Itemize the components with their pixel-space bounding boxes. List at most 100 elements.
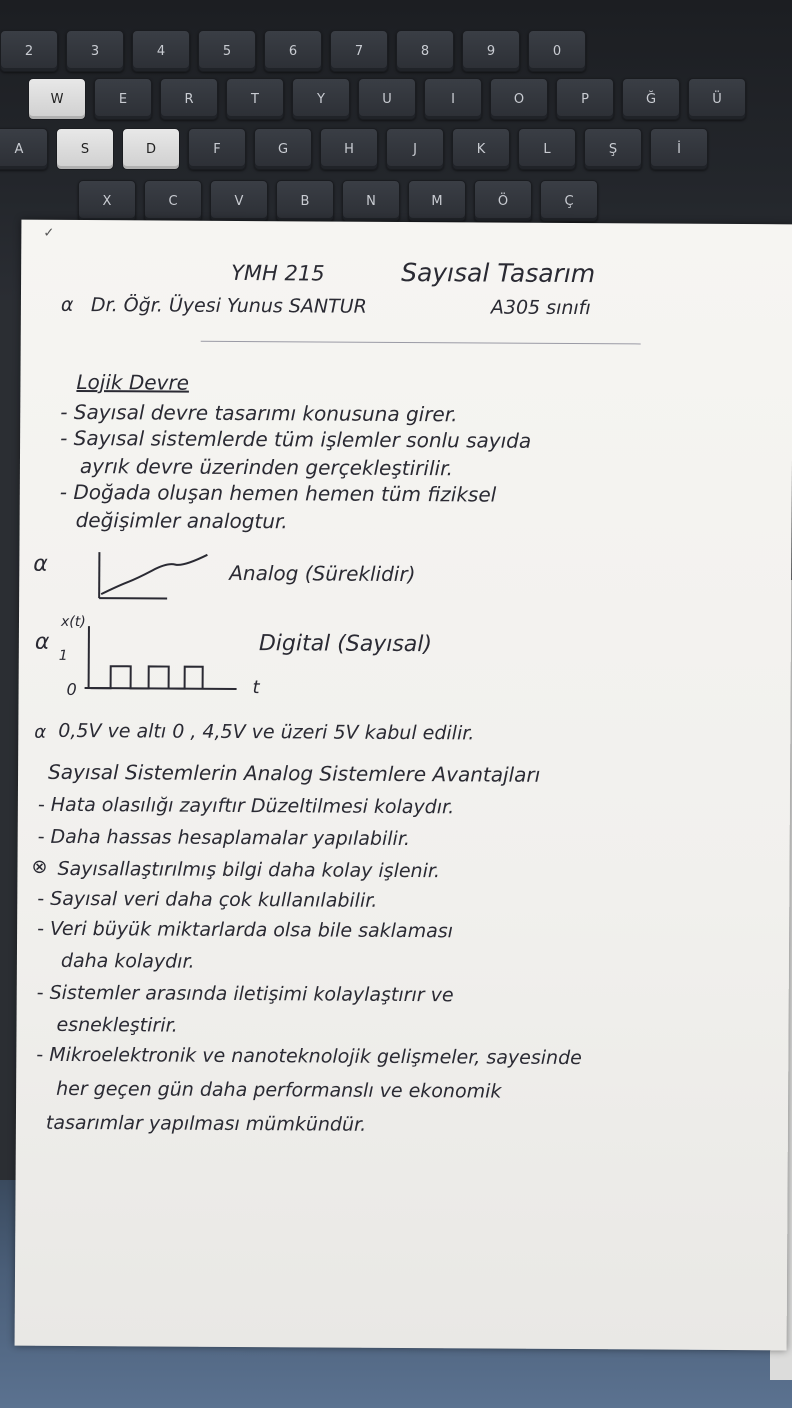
key-label: Ç	[564, 193, 574, 209]
keyboard-key[interactable]: Ğ	[622, 78, 680, 120]
keyboard-key[interactable]: E	[94, 78, 152, 120]
keyboard-key[interactable]: D	[122, 128, 180, 170]
keyboard-key[interactable]: T	[226, 78, 284, 120]
keyboard-key[interactable]: U	[358, 78, 416, 120]
advantage-item: - Veri büyük miktarlarda olsa bile sakla…	[37, 917, 454, 943]
key-label: T	[251, 91, 259, 107]
advantage-item: her geçen gün daha performanslı ve ekono…	[56, 1077, 502, 1103]
key-label: Ü	[712, 91, 722, 107]
keyboard-key[interactable]: 4	[132, 30, 190, 72]
keyboard-key[interactable]: F	[188, 128, 246, 170]
key-label: H	[344, 141, 354, 157]
keyboard-key[interactable]: V	[210, 180, 268, 222]
keyboard-key[interactable]: S	[56, 128, 114, 170]
corner-mark: ✓	[43, 225, 55, 241]
keyboard-key[interactable]: J	[386, 128, 444, 170]
advantage-item: - Sayısal veri daha çok kullanılabilir.	[37, 887, 378, 912]
key-label: İ	[677, 141, 681, 157]
note-line: - Sayısal sistemlerde tüm işlemler sonlu…	[60, 425, 532, 453]
key-label: F	[213, 141, 221, 157]
key-label: 6	[288, 43, 298, 59]
room: A305 sınıfı	[490, 296, 591, 320]
keyboard-key[interactable]: L	[518, 128, 576, 170]
note-line: - Sayısal devre tasarımı konusuna girer.	[60, 399, 458, 427]
keyboard-key[interactable]: M	[408, 180, 466, 222]
keyboard-key[interactable]: 0	[528, 30, 586, 72]
key-label: I	[451, 91, 455, 107]
advantage-item: - Hata olasılığı zayıftır Düzeltilmesi k…	[37, 793, 455, 819]
key-label: W	[50, 91, 64, 107]
key-label: O	[513, 91, 525, 107]
digital-label: Digital (Sayısal)	[258, 631, 433, 658]
keyboard-key[interactable]: C	[144, 180, 202, 222]
key-label: P	[581, 91, 589, 107]
axis-label-t: t	[252, 677, 260, 699]
key-label: B	[300, 193, 310, 209]
keyboard-key[interactable]: Y	[292, 78, 350, 120]
key-label: Y	[317, 91, 325, 107]
keyboard-key[interactable]: W	[28, 78, 86, 120]
key-label: 7	[354, 43, 364, 59]
advantage-item: Sayısallaştırılmış bilgi daha kolay işle…	[57, 857, 441, 883]
key-label: R	[184, 91, 194, 107]
note-line: - Doğada oluşan hemen hemen tüm fiziksel	[59, 479, 497, 507]
bullet-mark: α	[34, 629, 50, 655]
keyboard-key[interactable]: B	[276, 180, 334, 222]
key-label: G	[277, 141, 289, 157]
key-label: N	[366, 193, 376, 209]
advantage-item: daha kolaydır.	[60, 949, 195, 973]
keyboard-key[interactable]: 8	[396, 30, 454, 72]
keyboard-key[interactable]: A	[0, 128, 48, 170]
voltage-note: 0,5V ve altı 0 , 4,5V ve üzeri 5V kabul …	[58, 719, 475, 745]
advantage-item: tasarımlar yapılması mümkündür.	[45, 1111, 367, 1136]
keyboard-key[interactable]: Ü	[688, 78, 746, 120]
advantages-title: Sayısal Sistemlerin Analog Sistemlere Av…	[48, 759, 541, 787]
key-label: E	[118, 91, 128, 107]
key-label: 8	[420, 43, 430, 59]
keyboard-key[interactable]: İ	[650, 128, 708, 170]
keyboard-key[interactable]: Ş	[584, 128, 642, 170]
key-label: D	[145, 141, 156, 157]
keyboard-key[interactable]: R	[160, 78, 218, 120]
analog-sketch	[98, 552, 208, 600]
key-label: Ö	[497, 193, 509, 209]
key-label: U	[382, 91, 392, 107]
note-line: değişimler analogtur.	[75, 507, 288, 534]
keyboard-key[interactable]: X	[78, 180, 136, 222]
keyboard-key[interactable]: Ç	[540, 180, 598, 222]
key-label: S	[80, 141, 90, 157]
keyboard-key[interactable]: G	[254, 128, 312, 170]
key-label: 9	[486, 43, 496, 59]
keyboard-key[interactable]: I	[424, 78, 482, 120]
keyboard-key[interactable]: 6	[264, 30, 322, 72]
circled-x-mark: ⊗	[31, 855, 48, 878]
handwritten-note-page: ✓ YMH 215 Sayısal Tasarım α Dr. Öğr. Üye…	[14, 219, 792, 1351]
keyboard-key[interactable]: O	[490, 78, 548, 120]
key-label: C	[168, 193, 178, 209]
section-title: Lojik Devre	[76, 369, 190, 395]
advantage-item: - Daha hassas hesaplamalar yapılabilir.	[37, 825, 411, 851]
instructor: Dr. Öğr. Üyesi Yunus SANTUR	[90, 294, 367, 318]
keyboard-key[interactable]: P	[556, 78, 614, 120]
key-label: 5	[222, 43, 232, 59]
keyboard-key[interactable]: Ö	[474, 180, 532, 222]
keyboard-key[interactable]: 5	[198, 30, 256, 72]
key-label: 2	[24, 43, 34, 59]
keyboard-key[interactable]: H	[320, 128, 378, 170]
key-label: L	[543, 141, 551, 157]
keyboard-key[interactable]: 2	[0, 30, 58, 72]
keyboard-key[interactable]: K	[452, 128, 510, 170]
keyboard-key[interactable]: N	[342, 180, 400, 222]
bullet-mark: α	[34, 721, 47, 743]
key-label: A	[14, 141, 24, 157]
keyboard-key[interactable]: 3	[66, 30, 124, 72]
keyboard-key[interactable]: 9	[462, 30, 520, 72]
bullet-mark: α	[33, 551, 48, 577]
keyboard-key[interactable]: 7	[330, 30, 388, 72]
analog-label: Analog (Süreklidir)	[229, 560, 416, 587]
course-code: YMH 215	[231, 260, 325, 286]
advantage-item: - Sistemler arasında iletişimi kolaylaşt…	[36, 981, 454, 1007]
advantage-item: esnekleştirir.	[56, 1013, 178, 1037]
key-label: V	[234, 193, 244, 209]
